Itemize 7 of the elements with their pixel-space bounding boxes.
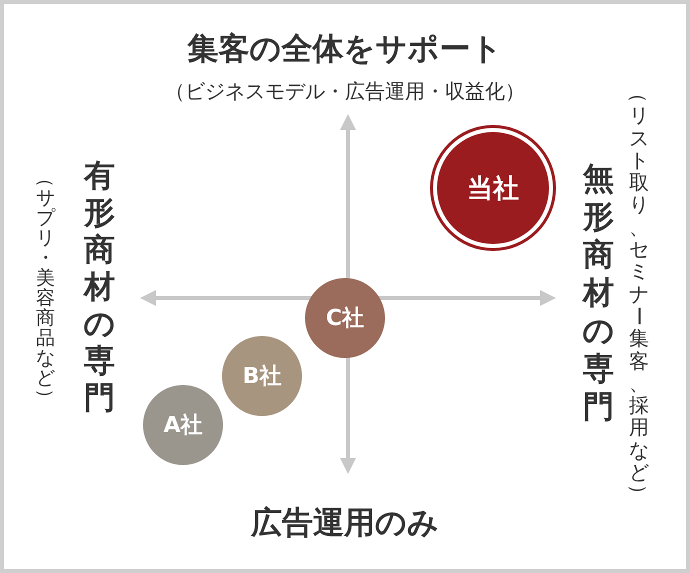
axis-heading: 有形商材の専門: [82, 158, 116, 417]
axis-subheading: （サプリ・美容商品など）: [34, 168, 57, 408]
axis-subheading: （ビジネスモデル・広告運用・収益化）: [165, 78, 525, 105]
axis-subheading: （リスト取り、セミナー集客、採用など）: [627, 82, 651, 506]
axis-heading: 集客の全体をサポート: [188, 30, 502, 69]
axis-heading: 広告運用のみ: [251, 504, 439, 543]
axis-heading: 無形商材の専門: [581, 160, 616, 426]
